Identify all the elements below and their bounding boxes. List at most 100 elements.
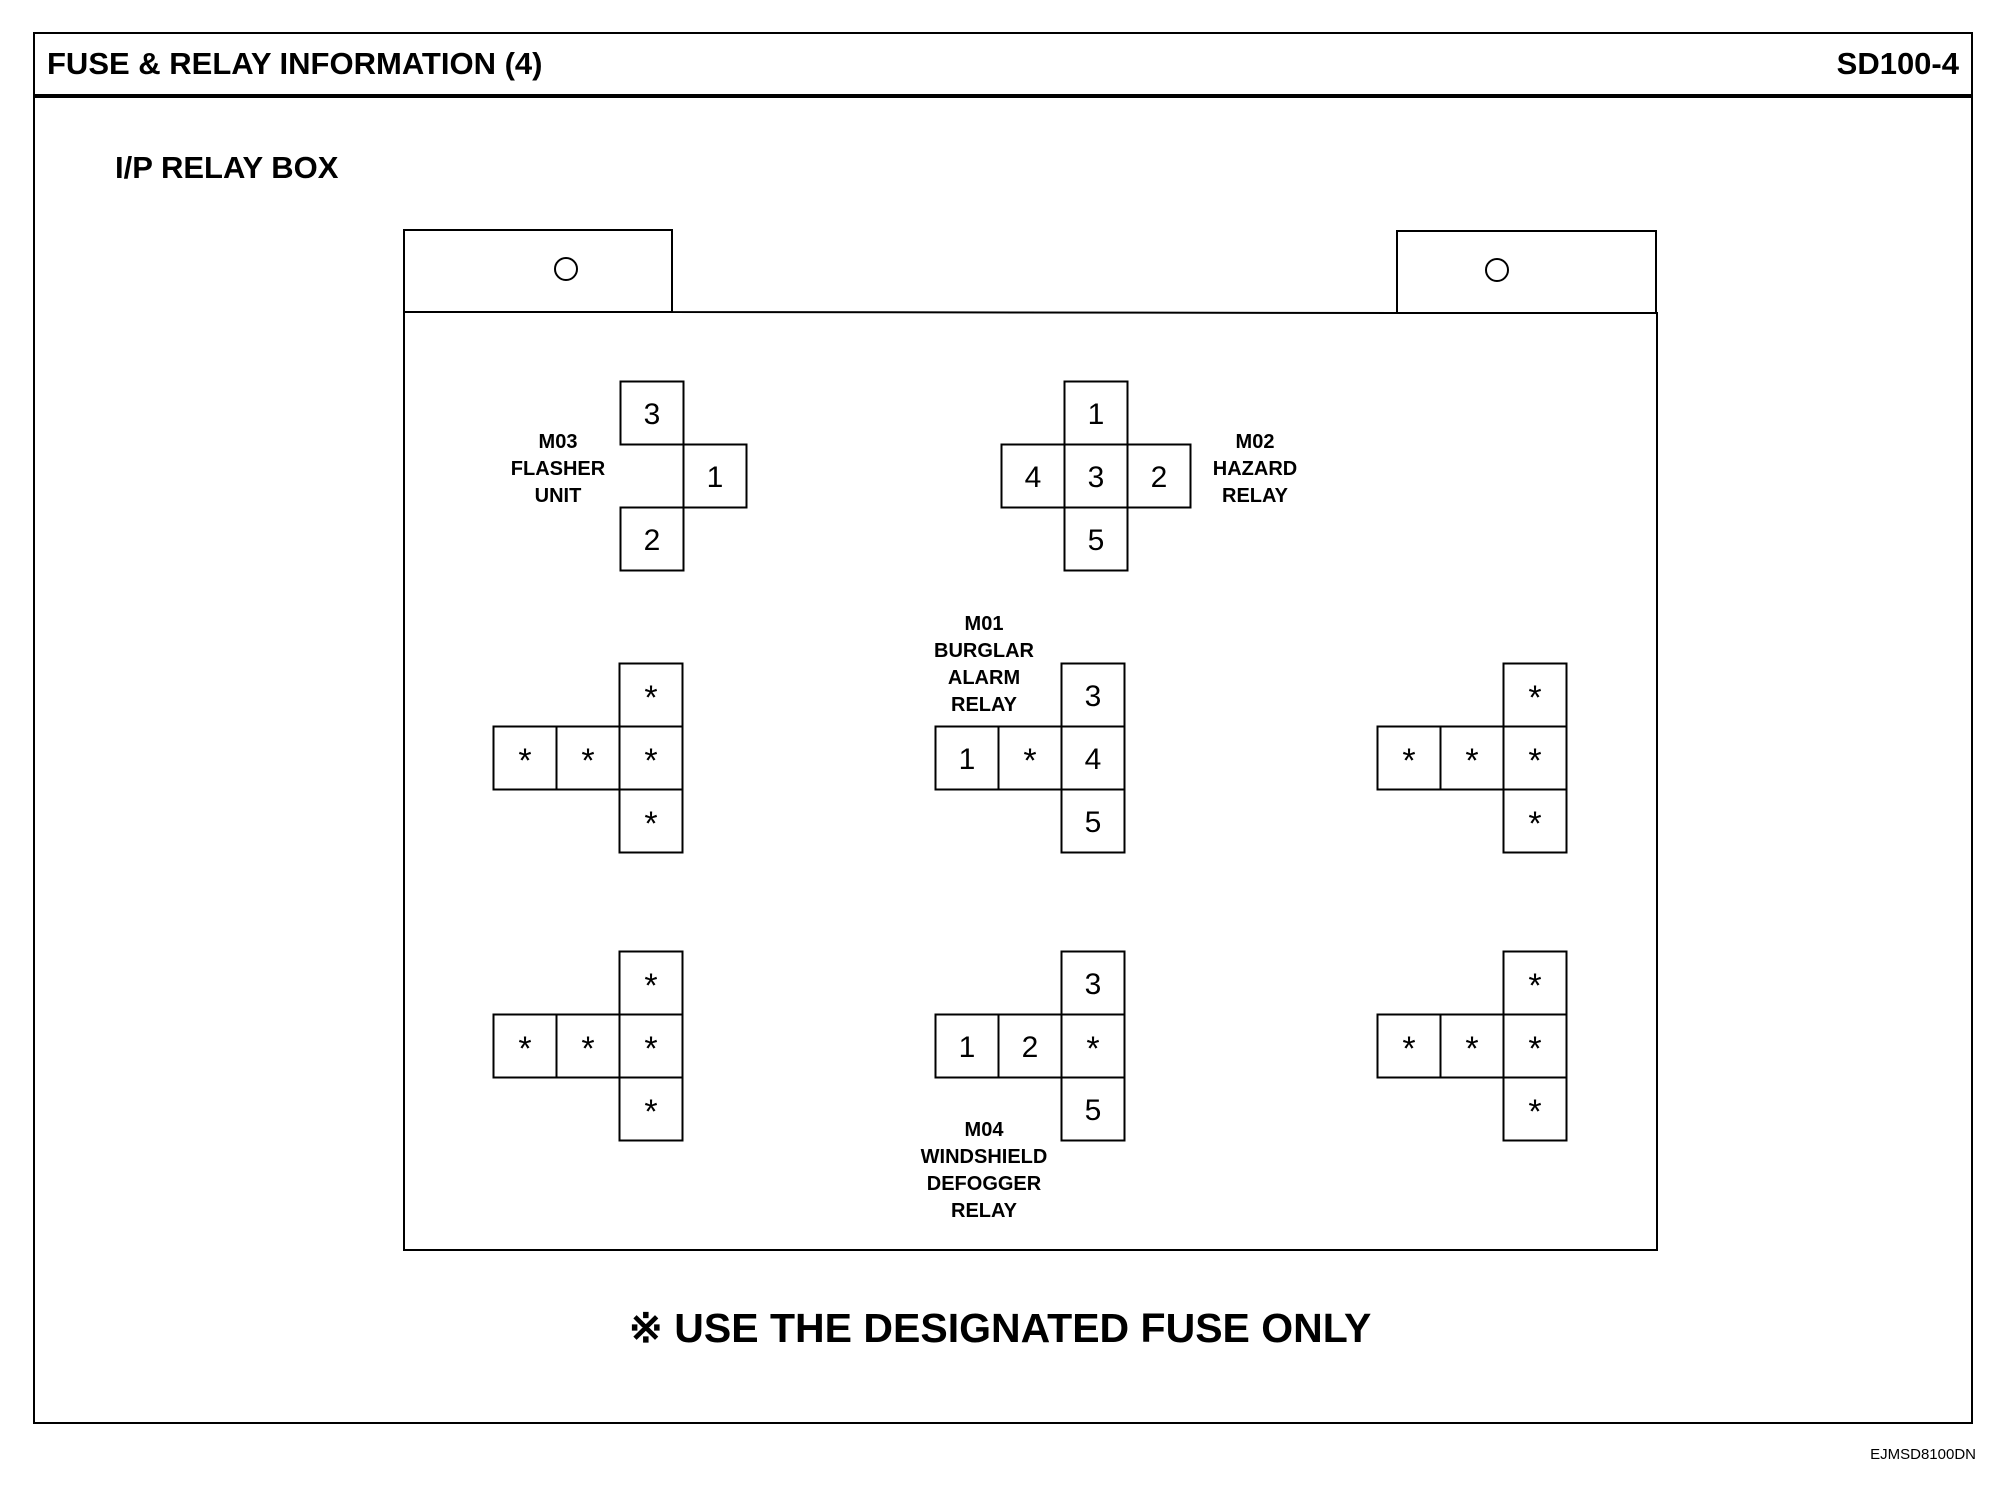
terminal-number: * [644,967,657,1005]
terminal-cell: 4 [1060,725,1126,791]
terminal-cell: * [1439,725,1505,791]
terminal-cell: * [997,725,1063,791]
terminal-number: * [1023,742,1036,780]
relay-label-line: FLASHER [511,458,606,480]
terminal-cell: 5 [1063,506,1129,572]
relay-label-line: M01 [965,613,1004,635]
terminal-number: * [581,742,594,780]
terminal-cell: * [492,725,558,791]
terminal-cell: 2 [1126,443,1192,509]
page-code: SD100-4 [1836,46,1959,81]
relay-label-line: RELAY [951,1200,1018,1222]
relay-spare-1: * * * * * [492,662,684,854]
terminal-box [1060,1013,1126,1079]
terminal-number: * [1465,1030,1478,1068]
page-title: FUSE & RELAY INFORMATION (4) [47,46,543,81]
terminal-box [1439,725,1505,791]
terminal-number: 3 [644,398,661,431]
terminal-box [618,788,684,854]
terminal-cell: * [1502,950,1568,1016]
terminal-cell: * [1502,1076,1568,1142]
relay-label-line: RELAY [951,694,1018,716]
terminal-cell: * [1060,1013,1126,1079]
terminal-number: 4 [1085,743,1102,776]
relay-label-line: M04 [965,1119,1005,1141]
terminal-cell: * [618,725,684,791]
terminal-number: * [644,1030,657,1068]
terminal-number: 3 [1085,680,1102,713]
terminal-box [1060,950,1126,1016]
terminal-number: * [644,679,657,717]
relay-label-line: BURGLAR [934,640,1035,662]
terminal-number: 5 [1085,1094,1102,1127]
mounting-hole-left [554,257,578,281]
terminal-number: 3 [1088,461,1105,494]
terminal-number: * [1528,742,1541,780]
page-frame: FUSE & RELAY INFORMATION (4) SD100-4 [33,32,1973,1424]
terminal-box [618,950,684,1016]
terminal-number: 2 [1022,1031,1039,1064]
terminal-box [618,1013,684,1079]
terminal-box [492,1013,558,1079]
mounting-hole-right [1485,258,1509,282]
terminal-cell: * [618,788,684,854]
relay-label-line: HAZARD [1213,458,1297,480]
terminal-box [618,1076,684,1142]
relay-label-line: ALARM [948,667,1020,689]
terminal-cell: * [1376,1013,1442,1079]
terminal-cell: * [1376,725,1442,791]
terminal-cell: 1 [682,443,748,509]
terminal-number: 5 [1085,806,1102,839]
terminal-box [1063,506,1129,572]
relay-label-line: M02 [1236,431,1275,453]
terminal-number: * [581,1030,594,1068]
terminal-cell: * [618,1013,684,1079]
terminal-number: 1 [1088,398,1105,431]
terminal-box [1126,443,1192,509]
terminal-box [1060,662,1126,728]
section-title: I/P RELAY BOX [115,150,339,185]
terminal-cell: 5 [1060,788,1126,854]
terminal-cell: 2 [997,1013,1063,1079]
terminal-number: 1 [707,461,724,494]
terminal-box [1502,1013,1568,1079]
terminal-box [619,380,685,446]
terminal-number: 2 [644,524,661,557]
terminal-cell: * [492,1013,558,1079]
terminal-box [1060,1076,1126,1142]
terminal-cell: * [555,1013,621,1079]
terminal-number: 1 [959,743,976,776]
terminal-box [1060,725,1126,791]
terminal-box [1502,788,1568,854]
terminal-box [555,725,621,791]
terminal-cell: 3 [1060,950,1126,1016]
terminal-number: 4 [1025,461,1042,494]
terminal-number: 3 [1085,968,1102,1001]
terminal-cell: * [1502,725,1568,791]
relay-label-line: WINDSHIELD [921,1146,1048,1168]
terminal-cell: 3 [1063,443,1129,509]
terminal-box [1439,1013,1505,1079]
terminal-box [619,506,685,572]
terminal-cell: * [1502,1013,1568,1079]
relay-spare-3: ***** [492,950,684,1142]
terminal-number: 2 [1151,461,1168,494]
terminal-cell: * [1502,788,1568,854]
relay-label-line: M03 [539,431,578,453]
terminal-box [1502,1076,1568,1142]
terminal-cell: 1 [1063,380,1129,446]
terminal-cell: * [1439,1013,1505,1079]
terminal-number: * [644,742,657,780]
terminal-box [1502,725,1568,791]
terminal-cell: 1 [934,725,1000,791]
terminal-number: 5 [1088,524,1105,557]
terminal-box [1060,788,1126,854]
